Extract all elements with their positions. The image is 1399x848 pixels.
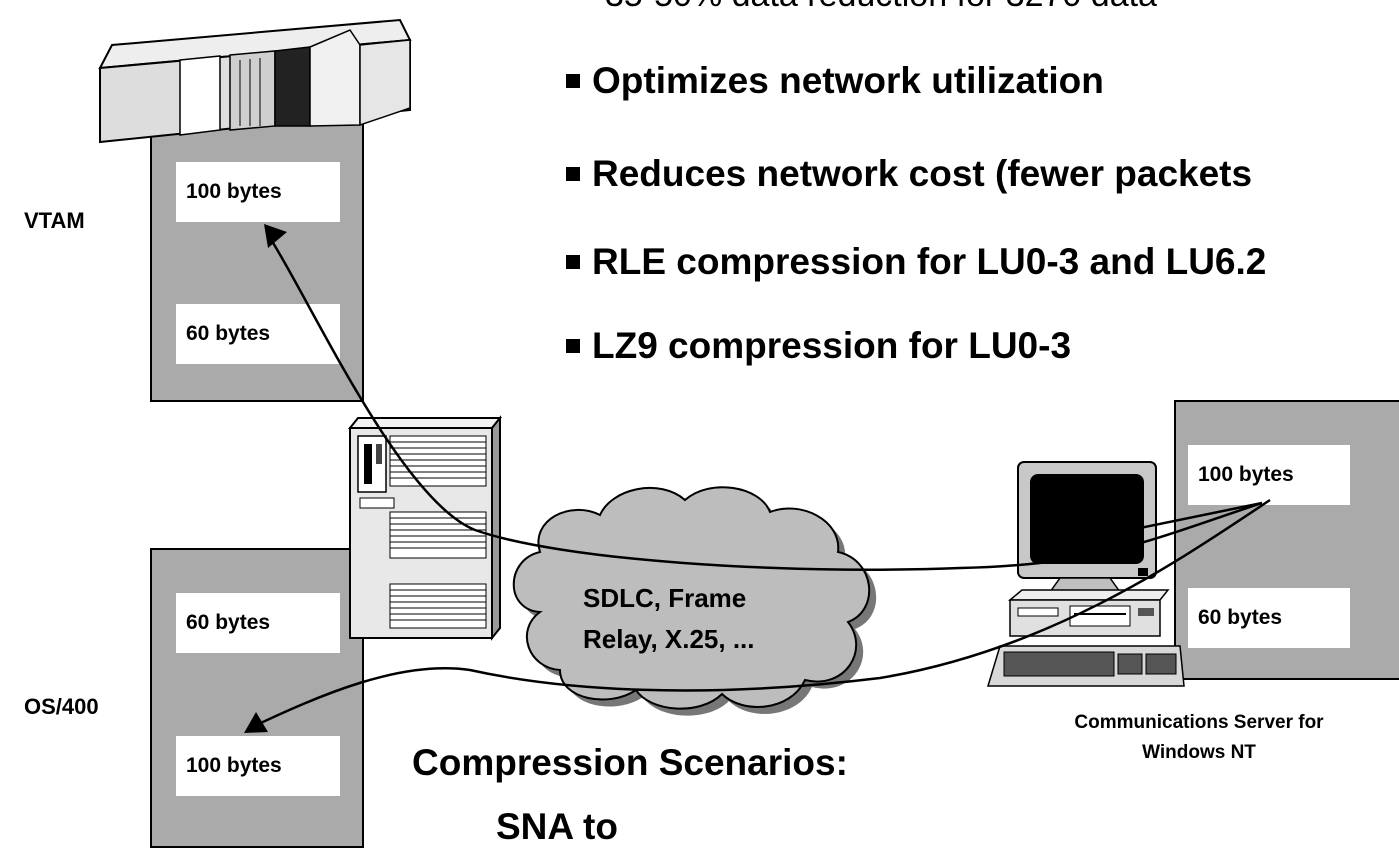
diagram-graphics <box>98 18 1271 733</box>
bullet-square-icon <box>566 255 580 269</box>
bullet-text: Reduces network cost (fewer packets <box>592 153 1253 194</box>
arrowhead-icon <box>244 712 268 733</box>
network-types-line2: Relay, X.25, ... <box>583 624 755 654</box>
os400-box-100-bytes: 100 bytes <box>176 736 340 796</box>
bullet-item: Reduces network cost (fewer packets <box>566 153 1252 195</box>
cs-nt-caption: Communications Server for Windows NT <box>1000 708 1398 768</box>
tower-server-icon <box>347 415 503 641</box>
cs-box-60-bytes: 60 bytes <box>1188 588 1350 648</box>
vtam-label: VTAM <box>24 208 85 233</box>
bullet-item: Optimizes network utilization <box>566 60 1104 102</box>
network-types-line1: SDLC, Frame <box>583 583 747 613</box>
mainframe-icon <box>98 18 412 144</box>
network-cloud-icon <box>512 486 877 716</box>
caption-line: Communications Server for <box>1074 712 1324 733</box>
bullet-square-icon <box>566 74 580 88</box>
bullet-item: LZ9 compression for LU0-3 <box>566 325 1071 367</box>
data-reduction-note: 35-50% data reduction for 3270 data <box>605 0 1157 15</box>
heading-continuation: SNA to <box>496 806 618 847</box>
arrowhead-icon <box>264 224 287 248</box>
cs-box-100-bytes: 100 bytes <box>1188 445 1350 505</box>
bullet-square-icon <box>566 339 580 353</box>
bullet-text: Optimizes network utilization <box>592 60 1104 101</box>
os400-label: OS/400 <box>24 694 99 719</box>
os400-box-60-bytes: 60 bytes <box>176 593 340 653</box>
bullet-item: RLE compression for LU0-3 and LU6.2 <box>566 241 1266 283</box>
compression-scenarios-heading: Compression Scenarios: <box>412 742 848 783</box>
bullet-square-icon <box>566 167 580 181</box>
connection-lines <box>249 237 1271 730</box>
vtam-box-100-bytes: 100 bytes <box>176 162 340 222</box>
caption-line: Windows NT <box>1142 742 1256 763</box>
bullet-text: RLE compression for LU0-3 and LU6.2 <box>592 241 1267 282</box>
bullet-text: LZ9 compression for LU0-3 <box>592 325 1072 366</box>
